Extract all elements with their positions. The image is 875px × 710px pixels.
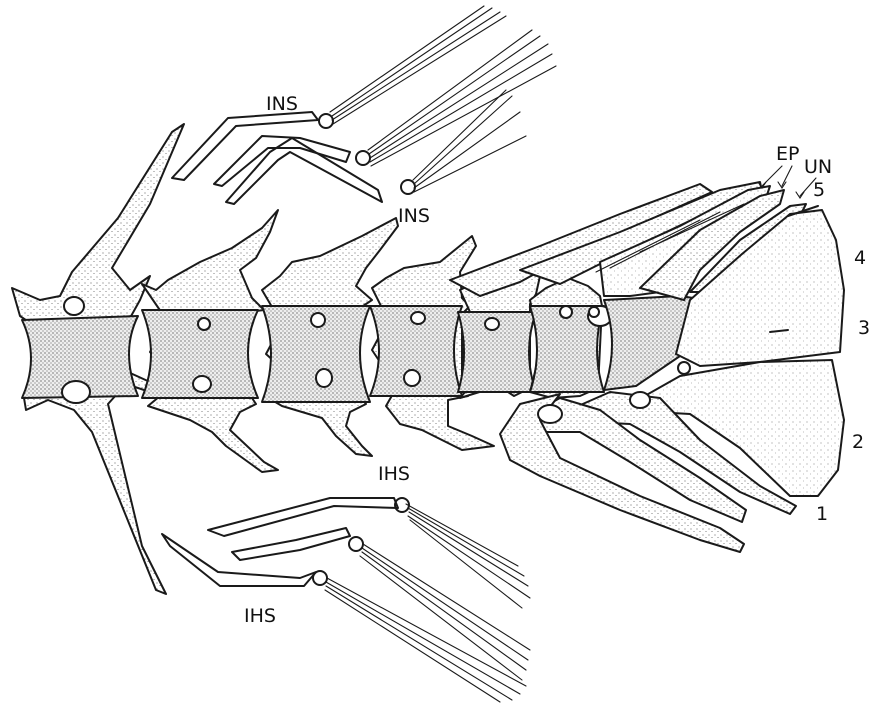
label-ep: EP — [776, 143, 799, 165]
anal-fin-rays — [325, 504, 530, 702]
label-ihs-upper: IHS — [378, 463, 410, 485]
label-hypural-1: 1 — [816, 503, 828, 525]
label-ihs-lower: IHS — [244, 605, 276, 627]
label-hypural-3: 3 — [858, 317, 870, 339]
label-ins-upper: INS — [266, 93, 298, 115]
vertebral-column — [12, 124, 720, 594]
label-hypural-5: 5 — [813, 179, 825, 201]
label-hypural-4: 4 — [854, 247, 866, 269]
interhaemal-spines-lower — [162, 498, 409, 586]
label-un: UN — [804, 156, 832, 178]
interneural-spines-upper — [172, 112, 415, 204]
label-hypural-2: 2 — [852, 431, 864, 453]
label-ins-lower: INS — [398, 205, 430, 227]
